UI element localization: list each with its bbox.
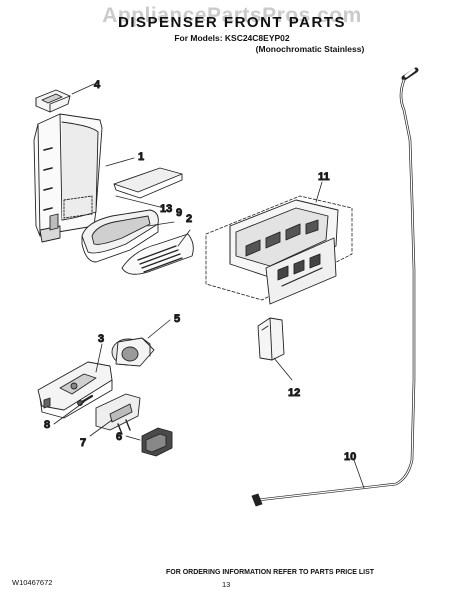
callout-9: 9: [176, 207, 182, 219]
callout-2: 2: [186, 213, 192, 225]
models-variant: (Monochromatic Stainless): [255, 44, 365, 54]
callout-leaders: [53, 83, 365, 489]
part-10-water-tube: [251, 67, 419, 507]
callout-10: 10: [344, 451, 356, 463]
callout-8: 8: [44, 419, 50, 431]
part-7-switch: [95, 393, 141, 435]
models-line: For Models: KSC24C8EYP02: [174, 33, 290, 43]
document-number: W10467672: [12, 578, 53, 587]
part-12-module: [257, 317, 285, 361]
part-5-actuator: [111, 337, 155, 367]
page-title: DISPENSER FRONT PARTS: [118, 14, 346, 31]
callout-5: 5: [174, 313, 180, 325]
part-1-tray: [113, 167, 183, 199]
part-4-bracket: [35, 89, 71, 113]
callout-13: 13: [160, 203, 172, 215]
ordering-note: FOR ORDERING INFORMATION REFER TO PARTS …: [165, 569, 375, 576]
part-2-shield: [121, 233, 194, 275]
part-11-control-panel: [205, 195, 353, 305]
callout-4: 4: [94, 79, 101, 91]
callout-6: 6: [116, 431, 122, 443]
callout-numbers: 1 2 3 4 5 6 7 8 9 10 11 12 13: [44, 79, 357, 464]
callout-11: 11: [318, 171, 330, 183]
part-9-drip-tray: [81, 209, 159, 263]
callout-1: 1: [138, 151, 144, 163]
callout-12: 12: [288, 387, 300, 399]
page-number: 13: [222, 580, 231, 589]
part-1-dispenser-housing: [33, 113, 103, 243]
callout-3: 3: [98, 333, 104, 345]
callout-7: 7: [80, 437, 86, 449]
part-3-mount-plate: [37, 361, 113, 419]
part-6-pad: [141, 427, 173, 457]
watermark: AppliancePartsPros.com: [102, 4, 362, 27]
